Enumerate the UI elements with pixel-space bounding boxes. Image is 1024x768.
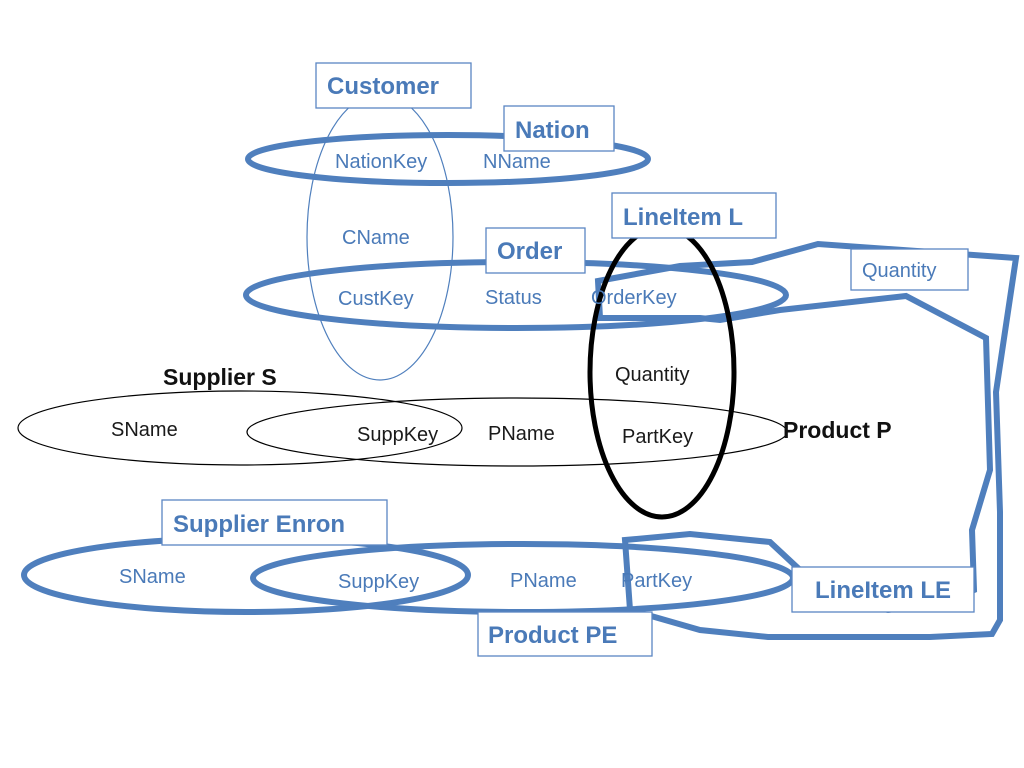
supplier-enron-label: Supplier Enron — [173, 511, 345, 538]
lineitem-l-label-box: LineItem L — [611, 192, 777, 239]
lineitem-le-label-box: LineItem LE — [791, 566, 975, 613]
attr-quantity-l: Quantity — [615, 364, 689, 386]
product-p-label: Product P — [783, 417, 892, 443]
product-pe-label: Product PE — [488, 622, 617, 649]
supplier-s-ellipse — [17, 390, 463, 466]
lineitem-le-outline — [594, 240, 1020, 640]
lineitem-le-label: LineItem LE — [815, 577, 951, 604]
customer-label-box: Customer — [315, 62, 472, 109]
product-p-ellipse — [246, 397, 788, 467]
quantity-le-label: Quantity — [862, 260, 936, 282]
attr-nationkey: NationKey — [335, 151, 427, 173]
attr-p-pname: PName — [488, 423, 555, 445]
attr-e-suppkey: SuppKey — [338, 571, 419, 593]
attr-p-partkey: PartKey — [622, 426, 693, 448]
order-label-box: Order — [485, 227, 586, 274]
nation-ellipse — [245, 132, 651, 186]
supplier-s-label: Supplier S — [163, 364, 277, 390]
nation-label: Nation — [515, 117, 590, 144]
attr-pe-partkey: PartKey — [621, 570, 692, 592]
attr-status: Status — [485, 287, 542, 309]
supplier-enron-label-box: Supplier Enron — [161, 499, 388, 546]
quantity-le-label-box: Quantity — [850, 248, 969, 291]
attr-orderkey: OrderKey — [591, 287, 677, 309]
attr-pe-pname: PName — [510, 570, 577, 592]
attr-s-suppkey: SuppKey — [357, 424, 438, 446]
attr-custkey: CustKey — [338, 288, 414, 310]
nation-label-box: Nation — [503, 105, 615, 152]
attr-s-sname: SName — [111, 419, 178, 441]
attr-e-sname: SName — [119, 566, 186, 588]
attr-cname: CName — [342, 227, 410, 249]
order-label: Order — [497, 238, 562, 265]
customer-label: Customer — [327, 73, 439, 100]
product-pe-label-box: Product PE — [477, 611, 653, 657]
lineitem-l-label: LineItem L — [623, 204, 743, 231]
attr-nname: NName — [483, 151, 551, 173]
